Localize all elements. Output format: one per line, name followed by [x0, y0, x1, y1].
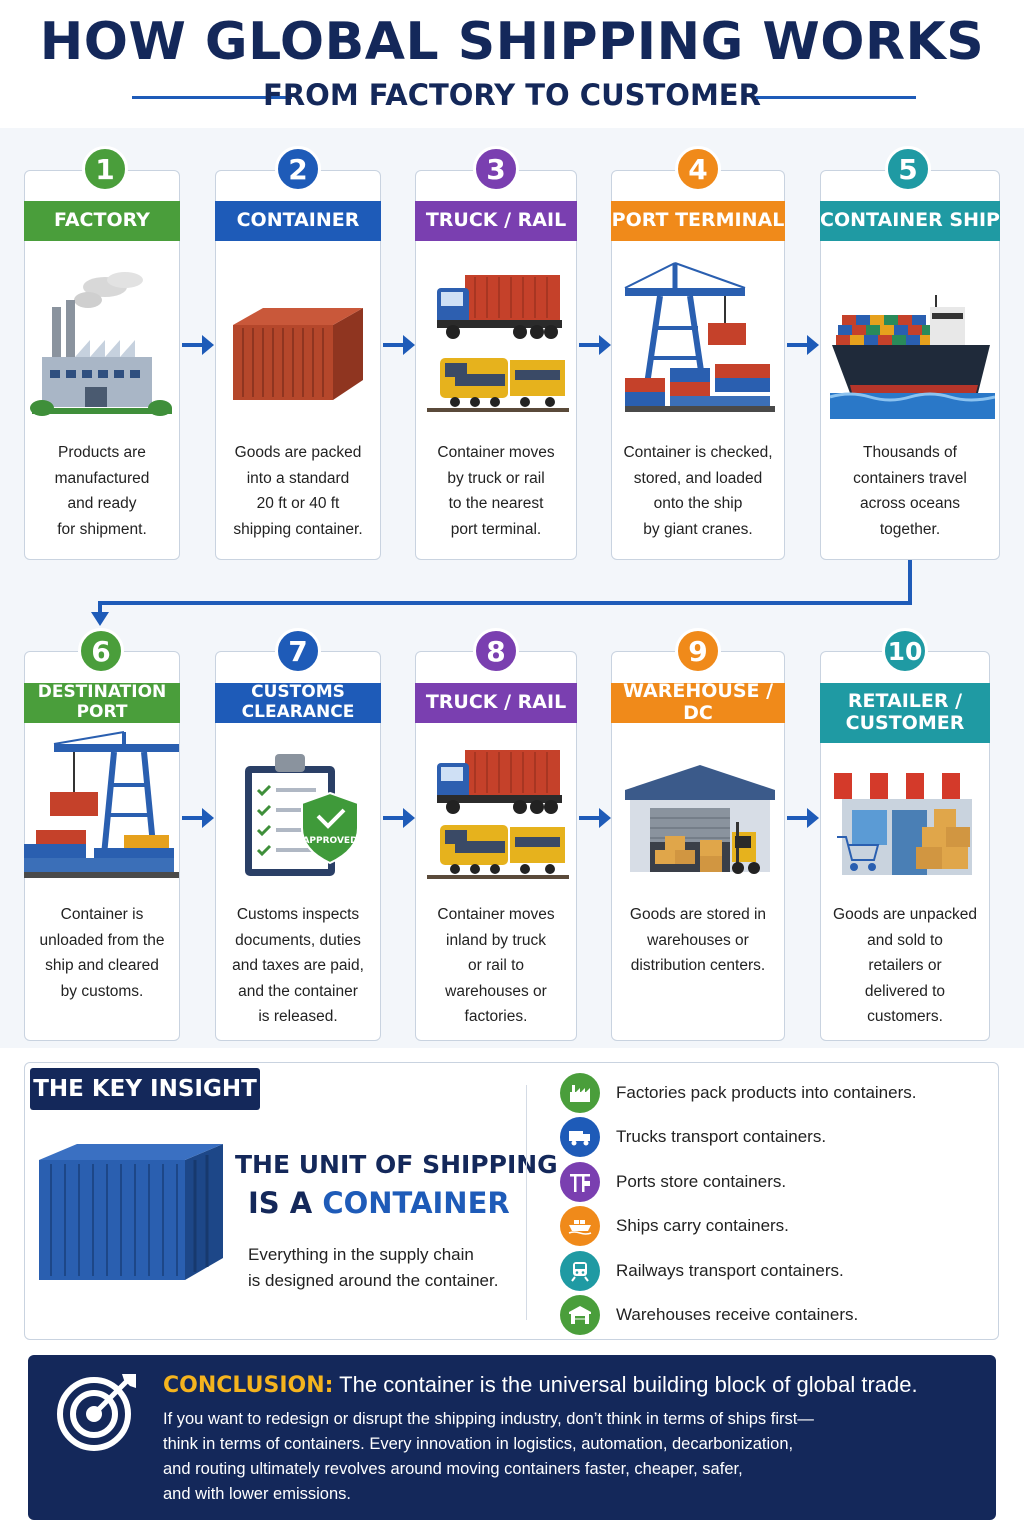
shipping-container-illustration	[233, 308, 363, 400]
step-number-badge: 7	[275, 628, 321, 674]
step-label-multiline: RETAILER /CUSTOMER	[820, 683, 990, 743]
truck-and-train-illustration	[427, 275, 569, 412]
step-label: WAREHOUSE / DC	[611, 680, 785, 724]
truck-and-train-illustration	[427, 750, 569, 879]
customs-clipboard-illustration: APPROVED	[245, 754, 359, 876]
step-number-badge: 2	[275, 146, 321, 192]
list-item: Railways transport containers.	[560, 1251, 980, 1291]
step-number-badge: 1	[82, 146, 128, 192]
truck-icon	[560, 1117, 600, 1157]
flow-arrow-icon	[182, 808, 214, 828]
step-label: CONTAINER	[215, 201, 381, 241]
warehouse-illustration	[625, 765, 775, 874]
container-highlight: CONTAINER	[322, 1186, 510, 1220]
row-connector-arrow	[91, 560, 912, 626]
step-label: FACTORY	[24, 201, 180, 241]
step-label: CUSTOMS CLEARANCE	[215, 683, 381, 723]
warehouse-icon	[560, 1295, 600, 1335]
port-crane-illustration	[624, 262, 775, 412]
flow-arrow-icon	[787, 808, 819, 828]
conclusion-body: If you want to redesign or disrupt the s…	[163, 1410, 814, 1503]
flow-arrow-icon	[579, 808, 611, 828]
insight-divider	[526, 1085, 527, 1320]
flow-arrow-icon	[787, 335, 819, 355]
key-insight-tag: THE KEY INSIGHT	[30, 1068, 260, 1110]
blue-container-illustration	[39, 1144, 223, 1280]
conclusion-panel	[28, 1355, 996, 1520]
flow-arrow-icon	[383, 808, 415, 828]
list-item: Trucks transport containers.	[560, 1117, 980, 1157]
step-number-badge: 10	[882, 628, 928, 674]
flow-arrow-icon	[383, 335, 415, 355]
step-label: CONTAINER SHIP	[820, 201, 1000, 241]
subtitle-rule-right	[756, 96, 916, 99]
list-item: Warehouses receive containers.	[560, 1295, 980, 1335]
insight-headline-line2: IS A CONTAINER	[248, 1186, 510, 1220]
step-number-badge: 3	[473, 146, 519, 192]
factory-icon	[560, 1073, 600, 1113]
page-title: HOW GLOBAL SHIPPING WORKS	[39, 12, 985, 72]
list-item: Ports store containers.	[560, 1162, 980, 1202]
flow-arrow-icon	[182, 335, 214, 355]
step-label: DESTINATION PORT	[24, 683, 180, 723]
step-number-badge: 6	[78, 628, 124, 674]
train-icon	[560, 1251, 600, 1291]
destination-crane-illustration	[24, 731, 179, 878]
insight-headline-line1: THE UNIT OF SHIPPING	[235, 1150, 558, 1179]
list-item: Factories pack products into containers.	[560, 1073, 980, 1113]
step-label: TRUCK / RAIL	[415, 201, 577, 241]
step-number-badge: 4	[675, 146, 721, 192]
target-icon	[57, 1374, 136, 1451]
flow-arrow-icon	[579, 335, 611, 355]
crane-icon	[560, 1162, 600, 1202]
step-label: TRUCK / RAIL	[415, 683, 577, 723]
step-number-badge: 8	[473, 628, 519, 674]
storefront-illustration	[834, 773, 978, 875]
factory-illustration	[30, 272, 172, 416]
ship-icon	[560, 1206, 600, 1246]
step-number-badge: 9	[675, 628, 721, 674]
conclusion-headline: CONCLUSION: The container is the univers…	[163, 1372, 918, 1398]
list-item: Ships carry containers.	[560, 1206, 980, 1246]
page-subtitle: FROM FACTORY TO CUSTOMER	[263, 78, 761, 112]
container-ship-illustration	[830, 295, 995, 419]
header: HOW GLOBAL SHIPPING WORKS FROM FACTORY T…	[0, 0, 1024, 128]
subtitle-rule-left	[132, 96, 292, 99]
step-label: PORT TERMINAL	[611, 201, 785, 241]
approved-stamp-text: APPROVED	[302, 836, 357, 846]
step-number-badge: 5	[885, 146, 931, 192]
